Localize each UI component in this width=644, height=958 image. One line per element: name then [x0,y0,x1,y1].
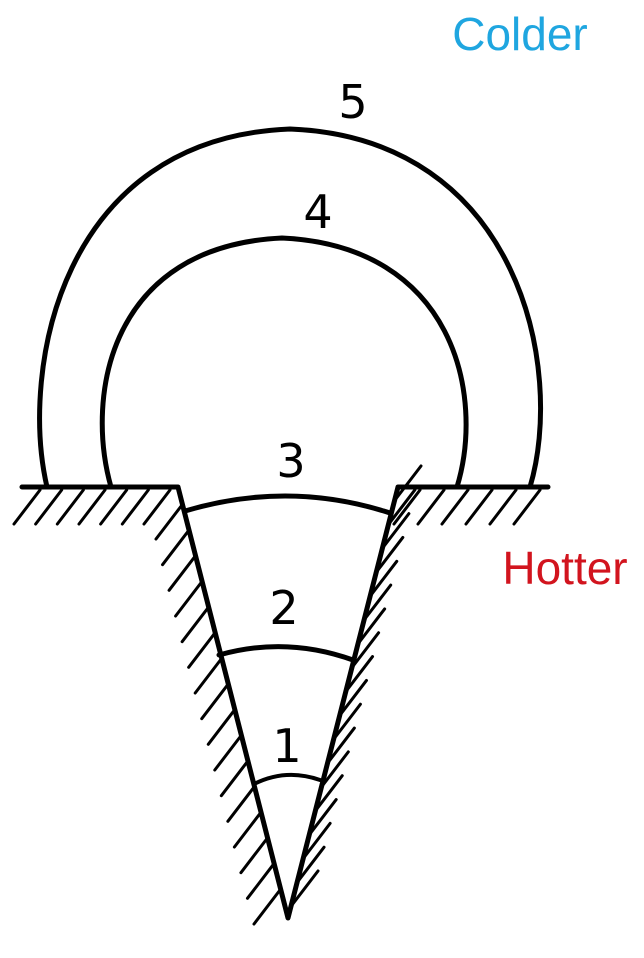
wall-hatching-left [154,503,282,926]
isotherm-5-label: 5 [338,75,367,129]
hatch-line [219,760,249,798]
hatch-line [369,559,399,597]
hatch-line [351,631,381,669]
hatch-line [167,554,197,592]
hatch-line [55,488,85,526]
isotherm-1-label: 1 [272,719,301,773]
hatch-line [387,488,417,526]
hatch-line [375,535,405,573]
hatch-line [392,488,422,526]
hatch-line [34,488,64,526]
isotherm-3-label: 3 [276,434,305,488]
isotherm-1-arc [252,772,322,786]
hatch-line [345,655,375,693]
isotherm-4-label: 4 [303,185,332,239]
hatch-line [239,837,269,875]
hatch-line [12,488,42,526]
hatch-line [180,606,210,644]
hatch-line [174,580,204,618]
isotherm-2-arc [216,644,356,663]
hatch-line [99,488,129,526]
hatch-line [357,607,387,645]
ground-hatching-right [392,488,542,526]
hatch-line [193,657,223,695]
hatch-line [326,726,356,764]
hatch-line [440,488,470,526]
hatch-line [154,503,184,541]
hatch-line [320,750,350,788]
hatch-line [512,488,542,526]
hatch-line [314,774,344,812]
isotherm-3-arc [182,493,393,516]
hatch-line [338,678,368,716]
hatch-line [226,785,256,823]
hatch-line [393,464,423,502]
hatch-line [252,888,282,926]
isotherm-5-arc [37,126,544,490]
isotherm-4-arc [99,235,469,490]
hatch-line [213,734,243,772]
hatch-line [77,488,107,526]
hatch-line [161,529,191,567]
hatch-line [187,631,217,669]
hatch-line [206,708,236,746]
hatch-line [120,488,150,526]
hatch-line [200,683,230,721]
hatch-line [142,488,172,526]
isotherm-2-label: 2 [269,581,298,635]
hatch-line [363,583,393,621]
ground-hatching-left [12,488,172,526]
wall-hatching-right [290,464,423,907]
hotter-label: Hotter [502,542,627,594]
hatch-line [296,845,326,883]
colder-label: Colder [452,8,588,60]
ground-surface-with-notch [19,484,551,921]
hatch-line [232,811,262,849]
hatch-line [308,798,338,836]
hatch-line [302,821,332,859]
hatch-line [416,488,446,526]
hatch-line [464,488,494,526]
hatch-line [332,702,362,740]
hatch-line [245,862,275,900]
hatch-line [488,488,518,526]
hatch-line [381,512,411,550]
hatch-line [290,869,320,907]
